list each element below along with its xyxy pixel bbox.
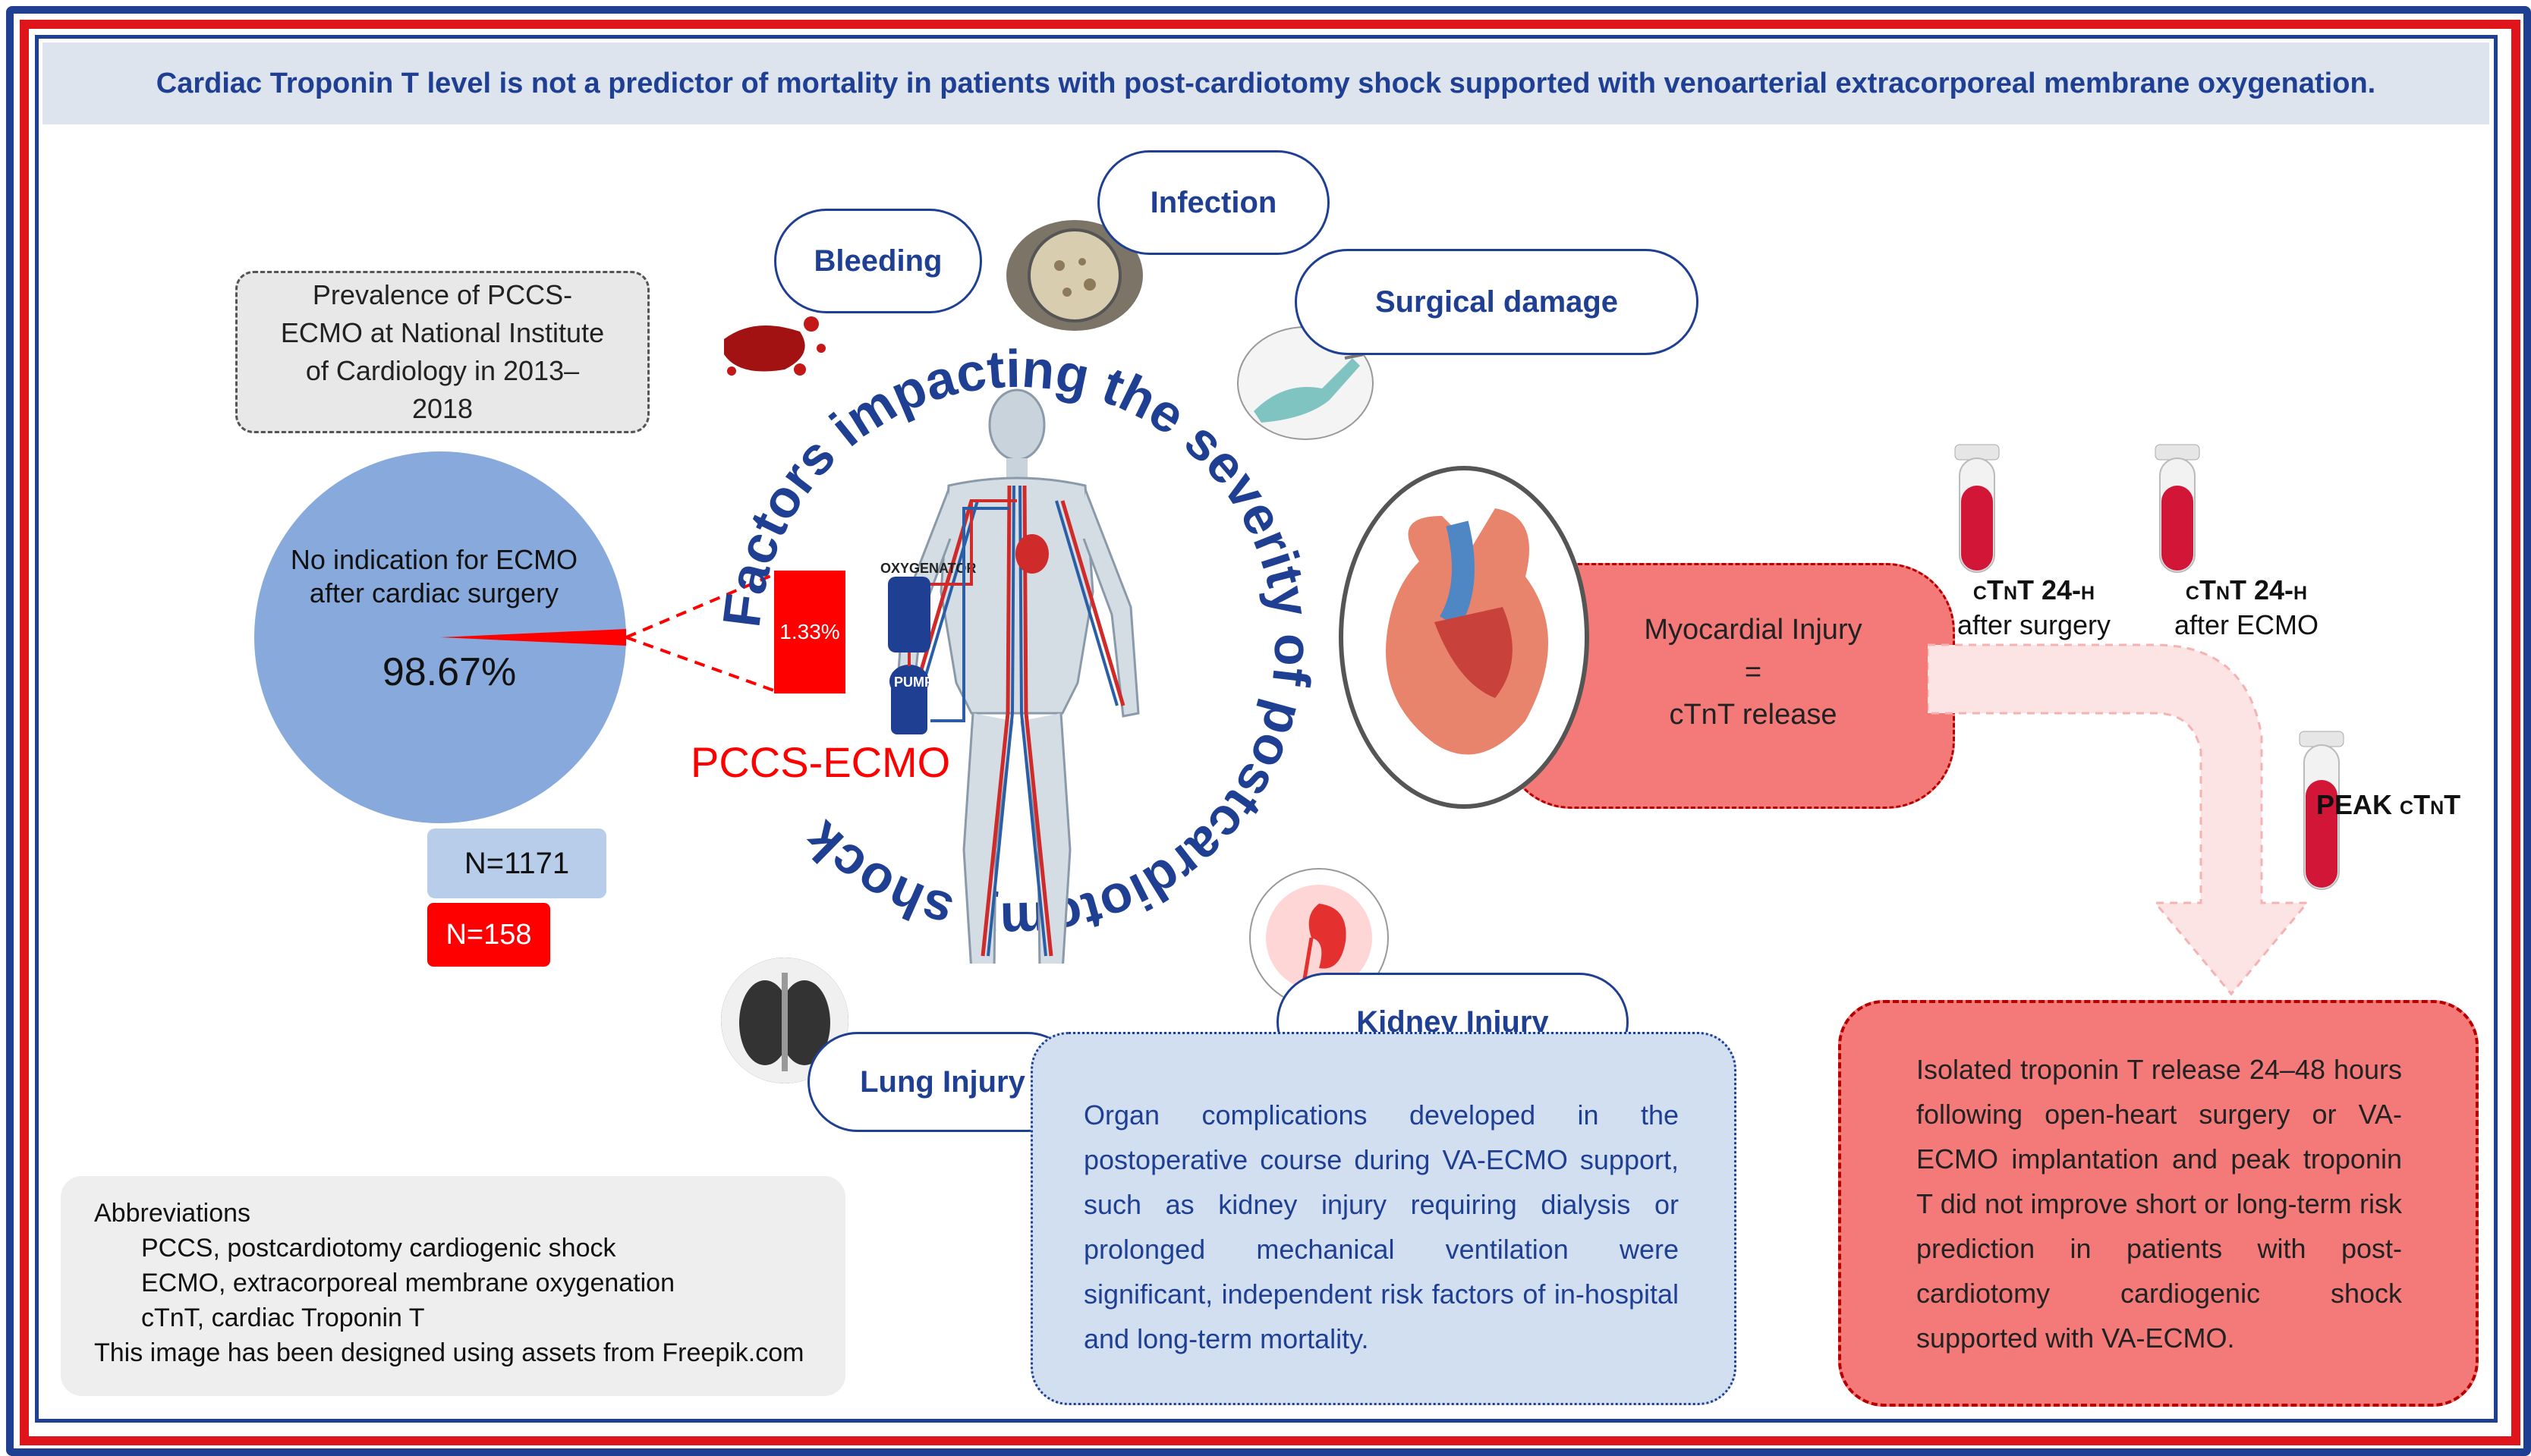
bleeding-label: Bleeding	[814, 244, 943, 278]
petri-dish-icon	[1028, 228, 1122, 322]
abbr-ctnt: cTnT, cardiac Troponin T	[141, 1303, 425, 1332]
freepik-credit: This image has been designed using asset…	[94, 1338, 804, 1367]
pccs-percent-label: 1.33%	[779, 620, 840, 643]
pccs-ecmo-label: PCCS-ECMO	[691, 738, 951, 786]
tube2-title: cTnT 24-h	[2185, 574, 2308, 605]
oxygenator-label: OXYGENATOR	[880, 561, 976, 576]
lung-injury-label: Lung Injury	[860, 1064, 1025, 1099]
pie-value-label: 98.67%	[382, 650, 517, 694]
n-total-badge: N=1171	[427, 829, 606, 898]
blood-drops-icon	[724, 316, 826, 376]
test-tube-1	[1954, 444, 2000, 573]
abbr-ecmo: ECMO, extracorporeal membrane oxygenatio…	[141, 1269, 675, 1297]
abbreviations-box	[61, 1176, 845, 1396]
ctnt-24h-ecmo-label: cTnT 24-h after ECMO	[2155, 573, 2337, 643]
conclusion-text: Isolated troponin T release 24–48 hours …	[1916, 1054, 2402, 1354]
conclusion-box	[1838, 1000, 2479, 1407]
pie-label-line1: No indication for ECMO	[290, 544, 578, 575]
ctnt-24h-surgery-label: cTnT 24-h after surgery	[1943, 573, 2125, 643]
page-title: Cardiac Troponin T level is not a predic…	[156, 67, 2376, 99]
n-total-label: N=1171	[464, 846, 570, 880]
bleeding-bubble: Bleeding	[774, 209, 982, 313]
red-frame	[20, 20, 2520, 1445]
abbr-pccs: PCCS, postcardiotomy cardiogenic shock	[141, 1234, 616, 1263]
title-band: Cardiac Troponin T level is not a predic…	[42, 42, 2489, 124]
tube1-subtitle: after surgery	[1956, 609, 2111, 640]
curved-arrow	[1928, 643, 2310, 996]
infection-label: Infection	[1150, 185, 1277, 219]
inner-frame	[35, 35, 2498, 1423]
pccs-percent-box: 1.33%	[774, 571, 845, 693]
tube2-subtitle: after ECMO	[2174, 609, 2319, 640]
prevalence-box: Prevalence of PCCS-ECMO at National Inst…	[235, 271, 650, 433]
factors-circle: Factors impacting the severity of postca…	[711, 339, 1323, 964]
organ-complications-text: Organ complications developed in the pos…	[1084, 1099, 1679, 1354]
connector-lines	[625, 571, 779, 693]
pie-label: No indication for ECMO after cardiac sur…	[267, 543, 601, 610]
organ-complications-box	[1031, 1032, 1736, 1405]
abbreviations-list: Abbreviations PCCS, postcardiotomy cardi…	[94, 1196, 838, 1370]
bleeding-image	[709, 286, 830, 389]
tube1-title: cTnT 24-h	[1972, 574, 2095, 605]
myocardial-injury-text: Myocardial Injury = cTnT release	[1586, 609, 1920, 736]
abbreviations-heading: Abbreviations	[94, 1199, 251, 1228]
myocardial-line1: Myocardial Injury	[1644, 614, 1862, 646]
myocardial-line2: =	[1744, 656, 1762, 688]
outer-frame	[6, 6, 2531, 1456]
peak-ctnt-label: PEAK cTnT	[2316, 789, 2461, 820]
prevalence-pie-chart	[254, 451, 626, 823]
n-ecmo-label: N=158	[445, 918, 532, 951]
kidney-icon	[1266, 885, 1372, 991]
pie-label-line2: after cardiac surgery	[309, 577, 559, 609]
surgical-damage-bubble: Surgical damage	[1295, 249, 1698, 355]
myocardial-line3: cTnT release	[1669, 699, 1837, 731]
ecmo-machine-icon: OXYGENATOR PUMP	[880, 499, 1017, 734]
pie-slice-pccs-ecmo	[440, 629, 626, 646]
heart-image	[1339, 466, 1589, 809]
n-ecmo-badge: N=158	[427, 903, 550, 967]
heart-icon	[1386, 508, 1548, 755]
prevalence-text: Prevalence of PCCS-ECMO at National Inst…	[280, 279, 605, 424]
test-tube-3	[2299, 731, 2344, 890]
infection-bubble: Infection	[1097, 150, 1330, 255]
pump-label: PUMP	[894, 675, 933, 690]
test-tube-2	[2155, 444, 2200, 573]
surgical-damage-label: Surgical damage	[1374, 285, 1619, 319]
